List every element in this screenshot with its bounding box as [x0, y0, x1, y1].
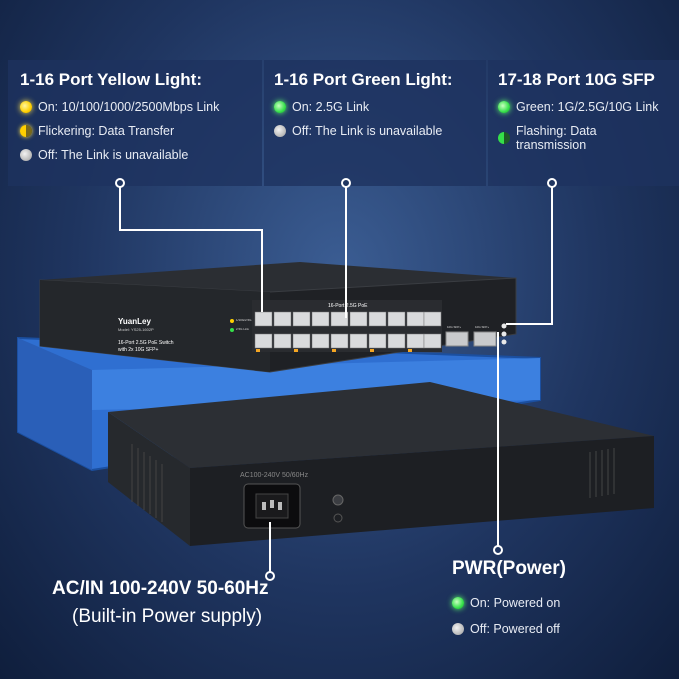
power-input-subtitle: (Built-in Power supply) [72, 606, 263, 627]
legend-item: Off: The Link is unavailable [274, 124, 476, 138]
legend-text: On: 2.5G Link [292, 100, 370, 114]
sfp-label-2: 10G SFP+ [475, 325, 490, 329]
yellow-light-panel: 1-16 Port Yellow Light: On: 10/100/1000/… [8, 60, 262, 186]
legend-text: Flashing: Data transmission [516, 124, 597, 152]
panel-title: 1-16 Port Green Light: [274, 70, 453, 89]
legend-text: On: 10/100/1000/2500Mbps Link [38, 100, 220, 114]
off-led-icon [20, 149, 32, 161]
green-led-icon [452, 597, 464, 609]
flicker-led-icon [20, 125, 32, 137]
panel-title: 17-18 Port 10G SFP [498, 70, 655, 89]
legend-item: Flashing: Data transmission [498, 124, 669, 152]
green-led-icon [274, 101, 286, 113]
legend-item: On: 2.5G Link [274, 100, 476, 114]
legend-text: Off: The Link is unavailable [38, 148, 189, 162]
legend-text: Off: The Link is unavailable [292, 124, 443, 138]
flashing-led-icon [498, 132, 510, 144]
ethernet-ports [252, 300, 442, 352]
pwr-text: Off: Powered off [470, 622, 560, 636]
sfp-ports [445, 323, 507, 347]
legend-item: Green: 1G/2.5G/10G Link [498, 100, 669, 114]
pwr-text: On: Powered on [470, 596, 561, 610]
legend-item: Off: The Link is unavailable [20, 148, 250, 162]
panel-title: 1-16 Port Yellow Light: [20, 70, 202, 89]
pwr-item-on: On: Powered on [452, 596, 560, 610]
description-line1: 16-Port 2.5G PoE Switch [118, 340, 174, 346]
green-light-panel: 1-16 Port Green Light: On: 2.5G Link Off… [264, 60, 486, 186]
model-label: Model: YS25-1602P [118, 327, 154, 332]
rear-power-label: AC100-240V 50/60Hz [240, 472, 309, 479]
rear-switch-top [108, 382, 654, 468]
sfp-label-1: 10G SFP+ [447, 325, 462, 329]
rear-switch-panel [190, 436, 654, 546]
legend-text: Green: 1G/2.5G/10G Link [516, 100, 659, 114]
pwr-item-off: Off: Powered off [452, 622, 560, 636]
brand-logo: YuanLey [118, 317, 151, 326]
power-socket [243, 483, 301, 529]
legend-text: Flickering: Data Transfer [38, 124, 175, 138]
legend-item: Flickering: Data Transfer [20, 124, 250, 138]
sfp-light-panel: 17-18 Port 10G SFP Green: 1G/2.5G/10G Li… [488, 60, 679, 186]
pwr-title: PWR(Power) [452, 558, 566, 579]
legend-item: On: 10/100/1000/2500Mbps Link [20, 100, 250, 114]
description-line2: with 2x 10G SFP+ [118, 347, 159, 353]
off-led-icon [274, 125, 286, 137]
power-input-title: AC/IN 100-240V 50-60Hz [52, 578, 269, 599]
led-label-1: 1/10G/2.5G [236, 318, 252, 322]
green-led-icon [498, 101, 510, 113]
port-header: 16-Port 2.5G PoE [328, 303, 368, 309]
led-label-2: 2.5G Link [236, 327, 249, 331]
off-led-icon [452, 623, 464, 635]
yellow-led-icon [20, 101, 32, 113]
